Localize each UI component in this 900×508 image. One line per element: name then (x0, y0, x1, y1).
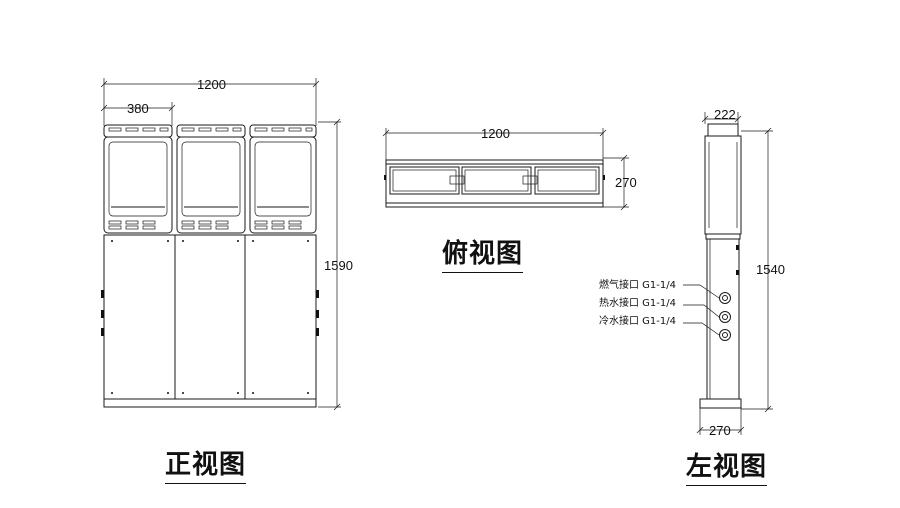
connection-leader-lines (683, 284, 720, 336)
top-depth-label: 270 (615, 175, 637, 190)
left-view-title: 左视图 (686, 446, 768, 486)
cold-water-connection-label: 冷水接口 G1-1/4 (599, 314, 676, 327)
front-width-dimension (100, 78, 320, 126)
left-side-outline (699, 123, 742, 409)
front-lower-cabinet (101, 234, 319, 408)
left-height-dimension (741, 127, 773, 413)
front-width-label: 1200 (197, 77, 226, 92)
front-heater-unit-1 (103, 124, 173, 234)
left-base-dimension (696, 408, 745, 435)
left-height-label: 1540 (756, 262, 785, 277)
top-view: 1200 270 (382, 126, 637, 211)
top-width-label: 1200 (481, 126, 510, 141)
left-base-width-label: 270 (709, 423, 731, 438)
left-view: 燃气接口 G1-1/4 热水接口 G1-1/4 冷水接口 G1-1/4 222 … (599, 107, 785, 438)
front-heater-unit-3 (249, 124, 317, 234)
top-view-title: 俯视图 (442, 233, 524, 273)
top-depth-dimension (603, 154, 629, 211)
front-module-label: 380 (127, 101, 149, 116)
front-view: 1200 380 1590 (100, 77, 353, 411)
top-width-dimension (382, 128, 607, 160)
hot-water-connection-label: 热水接口 G1-1/4 (599, 296, 676, 309)
front-heater-unit-2 (176, 124, 246, 234)
gas-connection-label: 燃气接口 G1-1/4 (599, 278, 676, 291)
left-top-width-label: 222 (714, 107, 736, 122)
pipe-connection-ports (719, 292, 731, 341)
front-height-label: 1590 (324, 258, 353, 273)
front-height-dimension (318, 118, 341, 411)
front-module-dimension (100, 102, 176, 126)
top-plan-outline (384, 159, 605, 208)
left-top-dimension (701, 112, 742, 124)
front-view-title: 正视图 (165, 444, 247, 484)
